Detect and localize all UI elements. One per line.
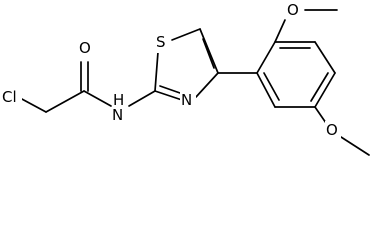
cl-label-bg <box>0 88 22 108</box>
bond-nh-c2 <box>128 90 156 107</box>
bond-c2-s <box>154 51 159 92</box>
bond-c4-n <box>195 72 219 98</box>
sulfur-atom-label: S <box>156 33 166 51</box>
bond-ph-c3-c4 <box>314 41 336 74</box>
nh-n-label-bg <box>111 107 127 125</box>
sulfur-label-bg <box>155 33 171 53</box>
bond-ph-c6-c1 <box>256 72 276 108</box>
bond-ph-c6-c1-inner <box>263 72 280 101</box>
amide-hydrogen-atom-label: H <box>113 91 124 109</box>
bond-n-c2-inner <box>159 85 181 94</box>
atom-label-layer: Cl O H N S N O O <box>0 0 341 141</box>
bottom-methoxy-o-label-bg <box>325 121 341 141</box>
bond-ph-c4-c5-inner <box>310 72 329 102</box>
bond-ch2-carbonyl <box>45 90 85 113</box>
carbonyl-o-label-bg <box>78 39 92 59</box>
bond-cl-ch2 <box>19 97 47 113</box>
bond-carbonyl-nh <box>83 90 112 107</box>
top-methoxy-o-label-bg <box>286 0 302 20</box>
bond-ph-o-top <box>274 19 286 43</box>
bottom-methoxy-oxygen-atom-label: O <box>326 121 338 139</box>
carbonyl-oxygen-atom-label: O <box>79 39 91 57</box>
ring-n-label-bg <box>180 91 196 111</box>
bond-n-c2 <box>154 90 183 101</box>
bond-c5-c4-inner <box>202 38 215 69</box>
bond-c5-c4 <box>199 28 219 74</box>
amide-nitrogen-atom-label: N <box>112 106 123 124</box>
nh-h-label-bg <box>112 92 128 110</box>
chlorine-atom-label: Cl <box>2 88 17 106</box>
bond-o-me-bottom <box>340 136 370 156</box>
chemical-structure: Cl O H N S N O O <box>0 0 370 156</box>
bond-ph-c1-c2 <box>256 41 276 74</box>
bond-s-c5 <box>171 28 201 41</box>
bond-layer <box>19 9 370 156</box>
bond-ph-c4-c5 <box>314 72 336 108</box>
bond-ph-o-bottom <box>314 106 327 124</box>
ring-nitrogen-atom-label: N <box>181 91 192 109</box>
top-methoxy-oxygen-atom-label: O <box>287 1 299 19</box>
